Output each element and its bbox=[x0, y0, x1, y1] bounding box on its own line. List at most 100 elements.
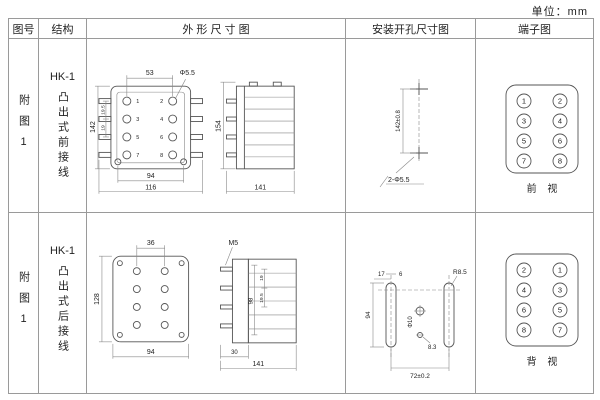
panel-terminal-4: 4 bbox=[160, 117, 163, 123]
dim-mounting-pitch: 142±0.8 bbox=[396, 88, 416, 154]
header-terminal-diagram: 端子图 bbox=[476, 19, 593, 39]
row2-fig-no: 附图1 bbox=[17, 271, 30, 335]
terminal-diagram-front: 1 2 3 4 5 6 7 8 前 视 bbox=[505, 84, 579, 195]
row1-structure: 凸出式前接线 bbox=[56, 91, 69, 181]
row1-fig-no-cell: 附图1 bbox=[9, 39, 39, 213]
dim-hole-dia: Φ5.5 bbox=[175, 70, 195, 99]
dim-height2-label: 128 bbox=[94, 293, 101, 305]
panel-terminal-2: 2 bbox=[160, 99, 163, 105]
dimension-table: 图号 结构 外 形 尺 寸 图 安装开孔尺寸图 端子图 附图1 HK-1 凸出式… bbox=[8, 18, 594, 394]
mounting-hole-centers bbox=[410, 79, 428, 163]
row1-structure-cell: HK-1 凸出式前接线 bbox=[39, 39, 87, 213]
panel-terminal-5: 5 bbox=[136, 135, 139, 141]
row1-mounting-cell: 142±0.8 2-Φ5.5 bbox=[346, 39, 476, 213]
outline-drawing-rear-wiring: 36 128 94 bbox=[94, 240, 297, 371]
dim-stud-span: 98 bbox=[248, 264, 258, 336]
row1-terminal-cell: 1 2 3 4 5 6 7 8 前 视 bbox=[476, 39, 593, 213]
terminal-2: 2 bbox=[558, 97, 562, 106]
relay-side-view-rear bbox=[220, 258, 297, 344]
relay-side-view bbox=[226, 81, 295, 170]
dim-height2: 128 bbox=[94, 255, 112, 343]
dim-height: 142 bbox=[90, 85, 110, 170]
terminal-5: 5 bbox=[522, 137, 526, 146]
dim-inner-width: 94 bbox=[117, 165, 184, 183]
dim-slot-width: 6 bbox=[386, 272, 403, 278]
dim-block-depth: 30 bbox=[220, 344, 249, 359]
dim-slot-offset: 17 bbox=[374, 272, 391, 280]
header-outline-dims: 外 形 尺 寸 图 bbox=[87, 19, 346, 39]
dim-side-height-label: 154 bbox=[215, 120, 222, 132]
dim-inner-width-label: 94 bbox=[147, 173, 155, 180]
outline-drawing-front-wiring: 1 2 3 4 5 6 7 8 53 Φ5.5 bbox=[90, 70, 295, 194]
unit-label: 单位：mm bbox=[531, 6, 588, 18]
dim-side-depth: 141 bbox=[226, 170, 295, 194]
terminal-8: 8 bbox=[558, 157, 562, 166]
terminal-b2: 1 bbox=[558, 266, 562, 275]
terminal-6: 6 bbox=[558, 137, 562, 146]
terminal-block-outline bbox=[505, 253, 579, 347]
label-hole-offset: 8.3 bbox=[422, 336, 437, 351]
terminal-1: 1 bbox=[522, 97, 526, 106]
row2-fig-no-cell: 附图1 bbox=[9, 213, 39, 393]
panel-terminal-6: 6 bbox=[160, 135, 163, 141]
mounting-drawing-front-wiring: 142±0.8 2-Φ5.5 bbox=[379, 79, 428, 188]
dim-side-depth-label: 141 bbox=[255, 185, 267, 192]
row1-fig-no: 附图1 bbox=[17, 93, 30, 158]
panel-terminal-7: 7 bbox=[136, 153, 139, 159]
dim-pitch-a-label: 19.5 bbox=[100, 105, 106, 115]
panel-terminal-3: 3 bbox=[136, 117, 139, 123]
dim-top-width-label: 53 bbox=[146, 70, 154, 77]
dim-pitch-b-label: 19 bbox=[100, 125, 106, 131]
dim-pitch2-a-label: 19 bbox=[259, 275, 265, 281]
dim-pitch2-b-label: 19.5 bbox=[259, 293, 265, 303]
dim-height-label: 142 bbox=[90, 121, 97, 133]
dim-row-pitch: 19.5 19 bbox=[100, 100, 109, 138]
label-screw-spec: M5 bbox=[225, 240, 238, 266]
row2-structure-cell: HK-1 凸出式后接线 bbox=[39, 213, 87, 393]
dim-top-width2: 36 bbox=[136, 240, 165, 267]
dim-top-width2-label: 36 bbox=[147, 240, 155, 247]
view-label-front: 前 视 bbox=[527, 182, 562, 195]
terminal-7: 7 bbox=[522, 157, 526, 166]
terminal-b4: 3 bbox=[558, 286, 562, 295]
label-hole-offset-text: 8.3 bbox=[428, 345, 437, 351]
terminal-b8: 7 bbox=[558, 326, 562, 335]
panel-terminal-8: 8 bbox=[160, 153, 163, 159]
dim-side-height: 154 bbox=[215, 81, 236, 170]
header-fig-no: 图号 bbox=[9, 19, 39, 39]
terminal-circles: 1 2 3 4 5 6 7 8 bbox=[516, 93, 568, 169]
label-hole-dia-text: Φ10 bbox=[408, 316, 414, 328]
terminal-circles: 2 1 4 3 6 5 8 7 bbox=[516, 262, 568, 338]
dim-overall-width-label: 116 bbox=[145, 185, 156, 192]
terminal-b7: 8 bbox=[522, 326, 526, 335]
terminal-4: 4 bbox=[558, 117, 562, 126]
dim-overall-width: 116 bbox=[98, 159, 203, 194]
row2-mounting-cell: 17 6 R8.5 94 Φ10 bbox=[346, 213, 476, 393]
dim-slot-pitch: 72±0.2 bbox=[390, 349, 450, 380]
mounting-drawing-rear-wiring: 17 6 R8.5 94 Φ10 bbox=[365, 269, 467, 380]
dim-overall-depth: 141 bbox=[220, 344, 297, 371]
terminal-b6: 5 bbox=[558, 306, 562, 315]
dim-slot-length: 94 bbox=[365, 282, 384, 348]
dim-width2: 94 bbox=[112, 343, 189, 359]
dim-slot-length-label: 94 bbox=[365, 311, 372, 319]
label-slot-radius-text: R8.5 bbox=[453, 269, 467, 276]
terminal-diagram-back: 2 1 4 3 6 5 8 7 背 视 bbox=[505, 253, 579, 368]
dim-slot-offset-label: 17 bbox=[378, 272, 385, 278]
row2-structure: 凸出式后接线 bbox=[56, 265, 69, 355]
dim-slot-width-label: 6 bbox=[399, 272, 403, 278]
row2-terminal-cell: 2 1 4 3 6 5 8 7 背 视 bbox=[476, 213, 593, 393]
mounting-holes-note-label: 2-Φ5.5 bbox=[388, 177, 410, 184]
dim-block-depth-label: 30 bbox=[231, 350, 238, 356]
terminal-3: 3 bbox=[522, 117, 526, 126]
row1-model: HK-1 bbox=[49, 71, 76, 83]
mounting-slots bbox=[378, 275, 462, 357]
dim-width2-label: 94 bbox=[147, 349, 155, 356]
label-hole-dia: Φ10 bbox=[408, 316, 414, 328]
label-screw-spec-text: M5 bbox=[228, 240, 238, 247]
mounting-holes-note: 2-Φ5.5 bbox=[379, 156, 424, 188]
terminal-b5: 6 bbox=[522, 306, 526, 315]
relay-front-view-rear bbox=[112, 255, 190, 343]
terminal-b3: 4 bbox=[522, 286, 526, 295]
